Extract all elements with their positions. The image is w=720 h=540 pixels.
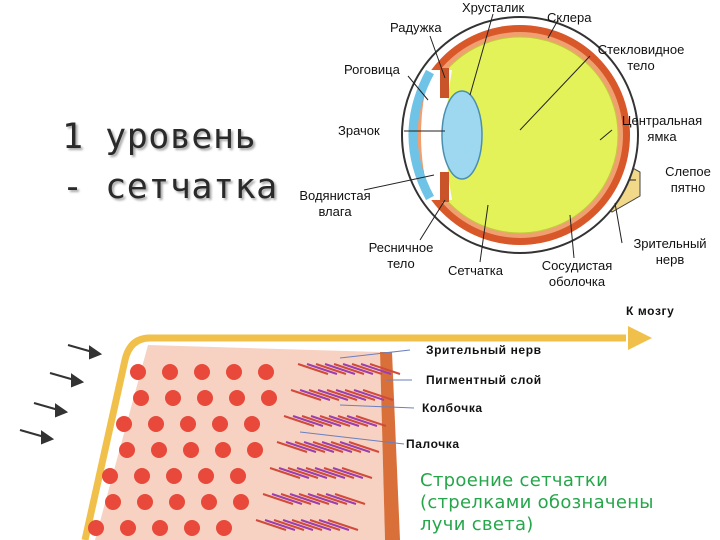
ganglion-cell <box>216 520 232 536</box>
label-rod: Палочка <box>406 437 460 451</box>
ganglion-cell <box>166 468 182 484</box>
ganglion-cell <box>244 416 260 432</box>
ganglion-cell <box>120 520 136 536</box>
ganglion-cell <box>130 364 146 380</box>
ganglion-cell <box>261 390 277 406</box>
caption-line-3: лучи света) <box>420 514 654 536</box>
ganglion-cell <box>198 468 214 484</box>
ganglion-cell <box>134 468 150 484</box>
ganglion-cell <box>148 416 164 432</box>
ganglion-cell <box>165 390 181 406</box>
caption-line-2: (стрелками обозначены <box>420 492 654 514</box>
ganglion-cell <box>258 364 274 380</box>
label-retina-optic-nerve: Зрительный нерв <box>426 343 542 357</box>
ganglion-cell <box>151 442 167 458</box>
label-pigment-layer: Пигментный слой <box>426 373 542 387</box>
ganglion-cell <box>233 494 249 510</box>
ganglion-cell <box>88 520 104 536</box>
diagram-caption: Строение сетчатки (стрелками обозначены … <box>420 470 654 536</box>
ganglion-cell <box>215 442 231 458</box>
ganglion-cell <box>105 494 121 510</box>
ganglion-cell <box>162 364 178 380</box>
ganglion-cell <box>133 390 149 406</box>
ganglion-cell <box>180 416 196 432</box>
ganglion-cell <box>102 468 118 484</box>
ganglion-cell <box>194 364 210 380</box>
ganglion-cell <box>183 442 199 458</box>
ganglion-cell <box>184 520 200 536</box>
ganglion-cell <box>197 390 213 406</box>
ganglion-cell <box>201 494 217 510</box>
ganglion-cell <box>119 442 135 458</box>
ganglion-cell <box>226 364 242 380</box>
label-cone: Колбочка <box>422 401 483 415</box>
ganglion-cell <box>152 520 168 536</box>
ganglion-cell <box>230 468 246 484</box>
ganglion-cell <box>137 494 153 510</box>
to-brain-arrow <box>628 326 652 350</box>
ganglion-cell <box>247 442 263 458</box>
ganglion-cell <box>169 494 185 510</box>
label-to-brain: К мозгу <box>626 304 674 318</box>
caption-line-1: Строение сетчатки <box>420 470 654 492</box>
ganglion-cell <box>116 416 132 432</box>
light-arrows <box>20 345 100 443</box>
ganglion-cell <box>229 390 245 406</box>
ganglion-cell <box>212 416 228 432</box>
